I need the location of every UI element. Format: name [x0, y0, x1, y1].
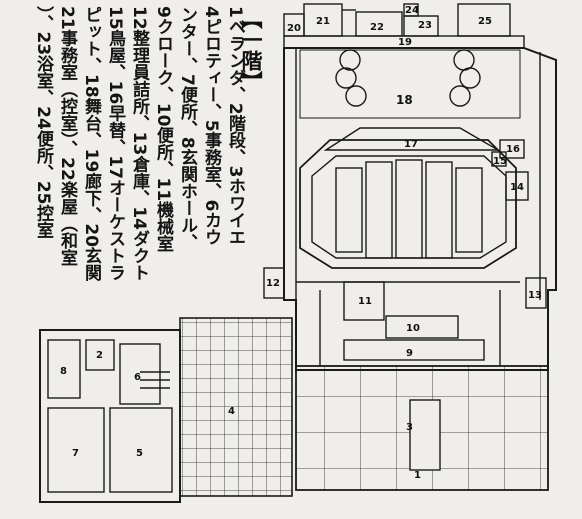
- room-14: [505, 171, 529, 201]
- label-16: 16: [506, 144, 520, 155]
- room-13: [525, 277, 547, 309]
- label-2: 2: [96, 350, 103, 361]
- label-17: 17: [404, 139, 418, 150]
- floor-title: 【一階】: [239, 8, 263, 92]
- legend-line-9: ）、23浴室、24便所、25控室: [33, 6, 53, 239]
- label-10: 10: [406, 323, 420, 334]
- room-16: [499, 139, 525, 159]
- label-6: 6: [134, 372, 141, 383]
- legend-line-8: 21事務室（控室）、22楽屋（和室: [57, 6, 77, 266]
- legend-line-7: ピット、18舞台、19廊下、20玄関: [81, 6, 101, 281]
- room-9: [343, 339, 485, 361]
- label-9: 9: [406, 348, 413, 359]
- label-8: 8: [60, 366, 67, 377]
- room-8: [47, 339, 81, 399]
- room-6: [119, 343, 161, 405]
- label-11: 11: [358, 296, 372, 307]
- plan-number-labels: 20 21 22 24 23 25 19 18 17 16 15 14 13 1…: [60, 5, 542, 481]
- label-22: 22: [370, 22, 384, 33]
- legend-line-6: 15鳥屋、16早替、17オーケストラ: [105, 6, 125, 281]
- legend-line-2: 4ピロティー、5事務室、6カウ: [201, 6, 221, 246]
- room-15: [491, 151, 507, 167]
- label-18: 18: [396, 93, 413, 107]
- label-23: 23: [418, 20, 432, 31]
- room-7: [47, 407, 105, 493]
- label-15: 15: [493, 156, 507, 167]
- legend-line-5: 12整理員詰所、13倉庫、14ダクト: [129, 6, 149, 281]
- label-5: 5: [136, 448, 143, 459]
- room-5: [109, 407, 173, 493]
- room-12: [263, 267, 285, 299]
- label-7: 7: [72, 448, 79, 459]
- label-4: 4: [228, 406, 235, 417]
- label-24: 24: [405, 5, 419, 16]
- room-2: [85, 339, 115, 371]
- label-14: 14: [510, 182, 524, 193]
- label-13: 13: [528, 290, 542, 301]
- label-19: 19: [398, 37, 412, 48]
- label-20: 20: [287, 23, 301, 34]
- legend-line-1: 1ベランダ、2階段、3ホワイエ: [225, 6, 245, 246]
- label-21: 21: [316, 16, 330, 27]
- label-25: 25: [478, 16, 492, 27]
- room-10: [385, 315, 459, 339]
- label-3: 3: [406, 422, 413, 433]
- legend-line-4: 9クローク、10便所、11機械室: [153, 6, 173, 253]
- legend-line-3: ンター、7便所、8玄関ホール、: [177, 6, 197, 251]
- label-12: 12: [266, 278, 280, 289]
- label-1: 1: [414, 470, 421, 481]
